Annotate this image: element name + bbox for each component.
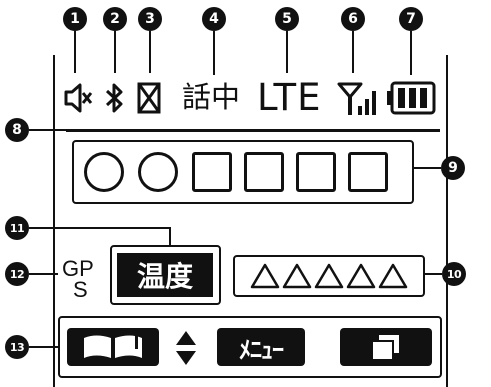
value-triangle-5 xyxy=(378,263,408,289)
softkey-bar: ﾒﾆｭｰ xyxy=(58,316,442,378)
callout-1: 1 xyxy=(63,7,87,31)
value-triangle-2 xyxy=(282,263,312,289)
temperature-frame: 温度 xyxy=(110,245,221,305)
callout-1-leader xyxy=(74,31,76,73)
gps-label-bottom: S xyxy=(73,277,88,302)
callout-6-label: 6 xyxy=(348,11,358,27)
callout-8-label: 8 xyxy=(12,122,22,138)
display-frame xyxy=(53,55,448,387)
signal-strength-icon xyxy=(337,82,376,115)
in-call-label: 話中 xyxy=(182,80,241,114)
callout-4-label: 4 xyxy=(209,11,219,27)
slot-square-3 xyxy=(296,152,336,192)
callout-5-leader xyxy=(286,31,288,73)
callout-11: 11 xyxy=(5,216,29,240)
callout-6-leader xyxy=(352,31,354,73)
temperature-label: 温度 xyxy=(117,253,213,297)
callout-9-label: 9 xyxy=(448,160,458,176)
callout-3-leader xyxy=(149,31,151,73)
callout-10-label: 10 xyxy=(446,267,462,281)
value-field xyxy=(233,255,425,297)
open-book-icon xyxy=(84,335,142,358)
softkey-menu[interactable]: ﾒﾆｭｰ xyxy=(217,328,305,366)
callout-4: 4 xyxy=(202,7,226,31)
gps-label-top: GP xyxy=(62,256,94,281)
softkey-right[interactable] xyxy=(340,328,432,366)
callout-3-label: 3 xyxy=(145,11,155,27)
callout-7: 7 xyxy=(399,7,423,31)
callout-12-leader xyxy=(29,273,58,275)
callout-13: 13 xyxy=(5,335,29,359)
slot-square-1 xyxy=(192,152,232,192)
callout-10-leader xyxy=(425,273,442,275)
memory-slot-bar xyxy=(72,140,414,204)
callout-6: 6 xyxy=(341,7,365,31)
callout-11-leader-drop xyxy=(169,227,171,245)
callout-2: 2 xyxy=(103,7,127,31)
slot-square-4 xyxy=(348,152,388,192)
callout-7-label: 7 xyxy=(406,11,416,27)
crossed-box-icon xyxy=(137,82,161,114)
callout-13-leader xyxy=(29,346,58,348)
callout-9: 9 xyxy=(441,156,465,180)
slot-square-2 xyxy=(244,152,284,192)
overlapping-windows-icon xyxy=(373,335,399,359)
callout-5-label: 5 xyxy=(282,11,292,27)
callout-13-label: 13 xyxy=(9,340,25,354)
value-triangle-3 xyxy=(314,263,344,289)
speaker-mute-icon xyxy=(64,83,93,113)
network-type-label: LTE xyxy=(257,76,322,119)
callout-9-leader xyxy=(414,167,441,169)
callout-2-label: 2 xyxy=(110,11,120,27)
callout-8: 8 xyxy=(5,118,29,142)
callout-5: 5 xyxy=(275,7,299,31)
status-divider xyxy=(66,129,440,132)
callout-1-label: 1 xyxy=(70,11,80,27)
up-down-arrow-icon[interactable] xyxy=(175,329,197,367)
bluetooth-icon xyxy=(105,83,123,113)
callout-8-leader xyxy=(29,129,66,131)
callout-12-label: 12 xyxy=(9,267,25,281)
battery-icon xyxy=(387,81,436,115)
value-triangle-1 xyxy=(250,263,280,289)
callout-12: 12 xyxy=(5,262,29,286)
callout-2-leader xyxy=(114,31,116,73)
callout-10: 10 xyxy=(442,262,466,286)
value-triangle-4 xyxy=(346,263,376,289)
slot-circle-1 xyxy=(84,152,124,192)
callout-4-leader xyxy=(213,31,215,75)
callout-3: 3 xyxy=(138,7,162,31)
slot-circle-2 xyxy=(138,152,178,192)
callout-11-label: 11 xyxy=(9,221,25,235)
softkey-left[interactable] xyxy=(67,328,159,366)
callout-11-leader xyxy=(29,227,171,229)
callout-7-leader xyxy=(410,31,412,75)
